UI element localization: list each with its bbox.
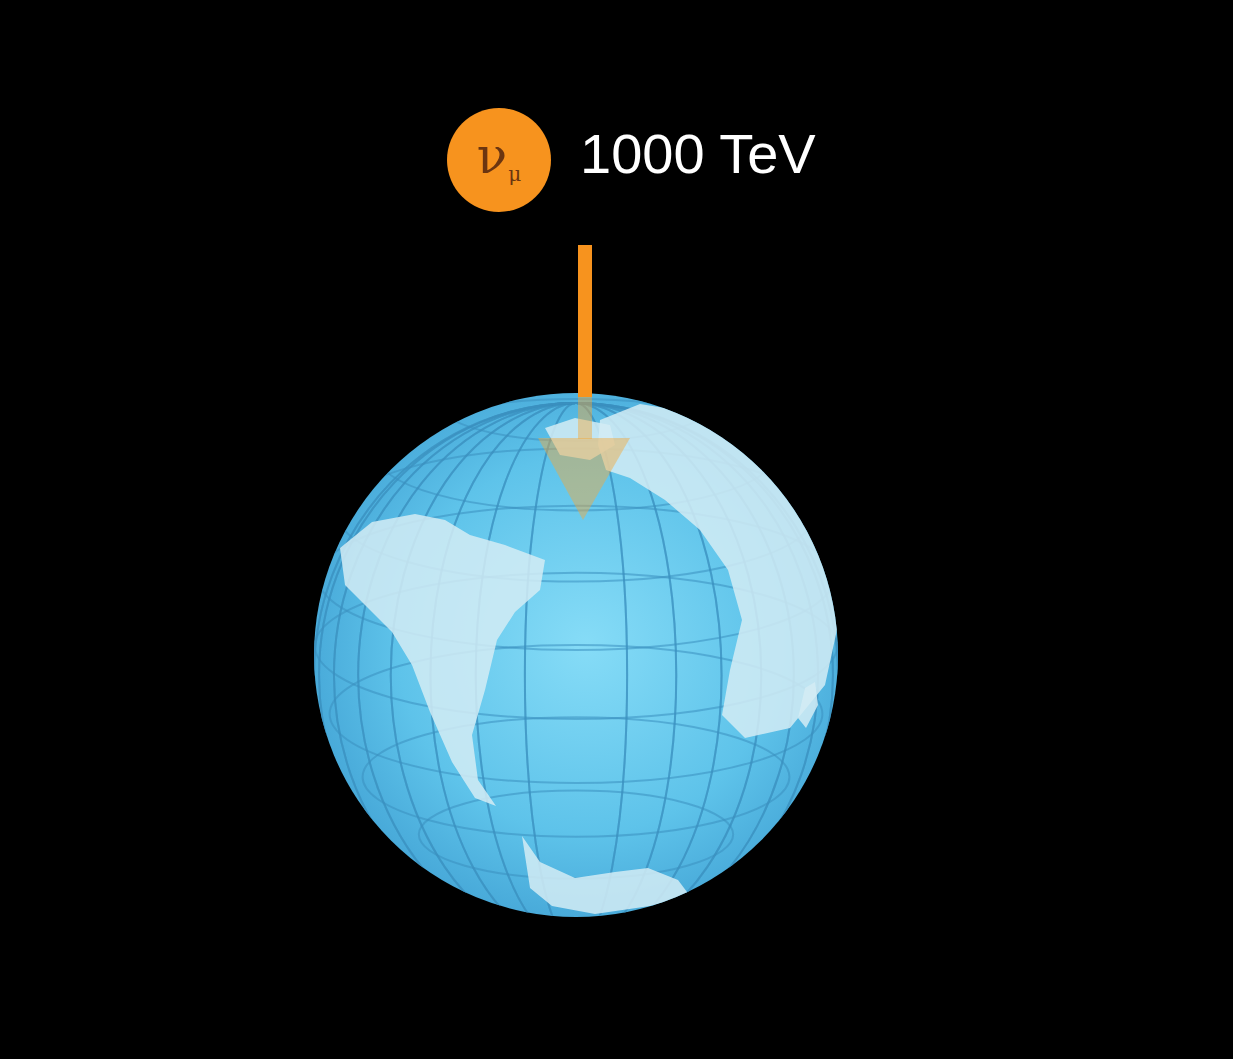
particle-subscript: μ <box>508 164 521 184</box>
particle-symbol: ν <box>477 131 507 181</box>
parallel <box>363 717 790 837</box>
energy-label: 1000 TeV <box>580 126 816 182</box>
earth-globe <box>314 393 838 917</box>
antarctica <box>522 836 690 914</box>
parallel <box>419 791 733 879</box>
continents <box>340 404 838 914</box>
africa <box>598 404 838 738</box>
neutrino-arrow-shaft <box>578 245 592 397</box>
globe-grid <box>314 364 838 947</box>
meridian <box>314 403 838 947</box>
neutrino-arrow-head <box>538 397 630 520</box>
meridian <box>314 403 838 947</box>
neutrino-badge: νμ <box>447 108 551 212</box>
south-america <box>340 514 545 806</box>
madagascar <box>798 682 818 728</box>
